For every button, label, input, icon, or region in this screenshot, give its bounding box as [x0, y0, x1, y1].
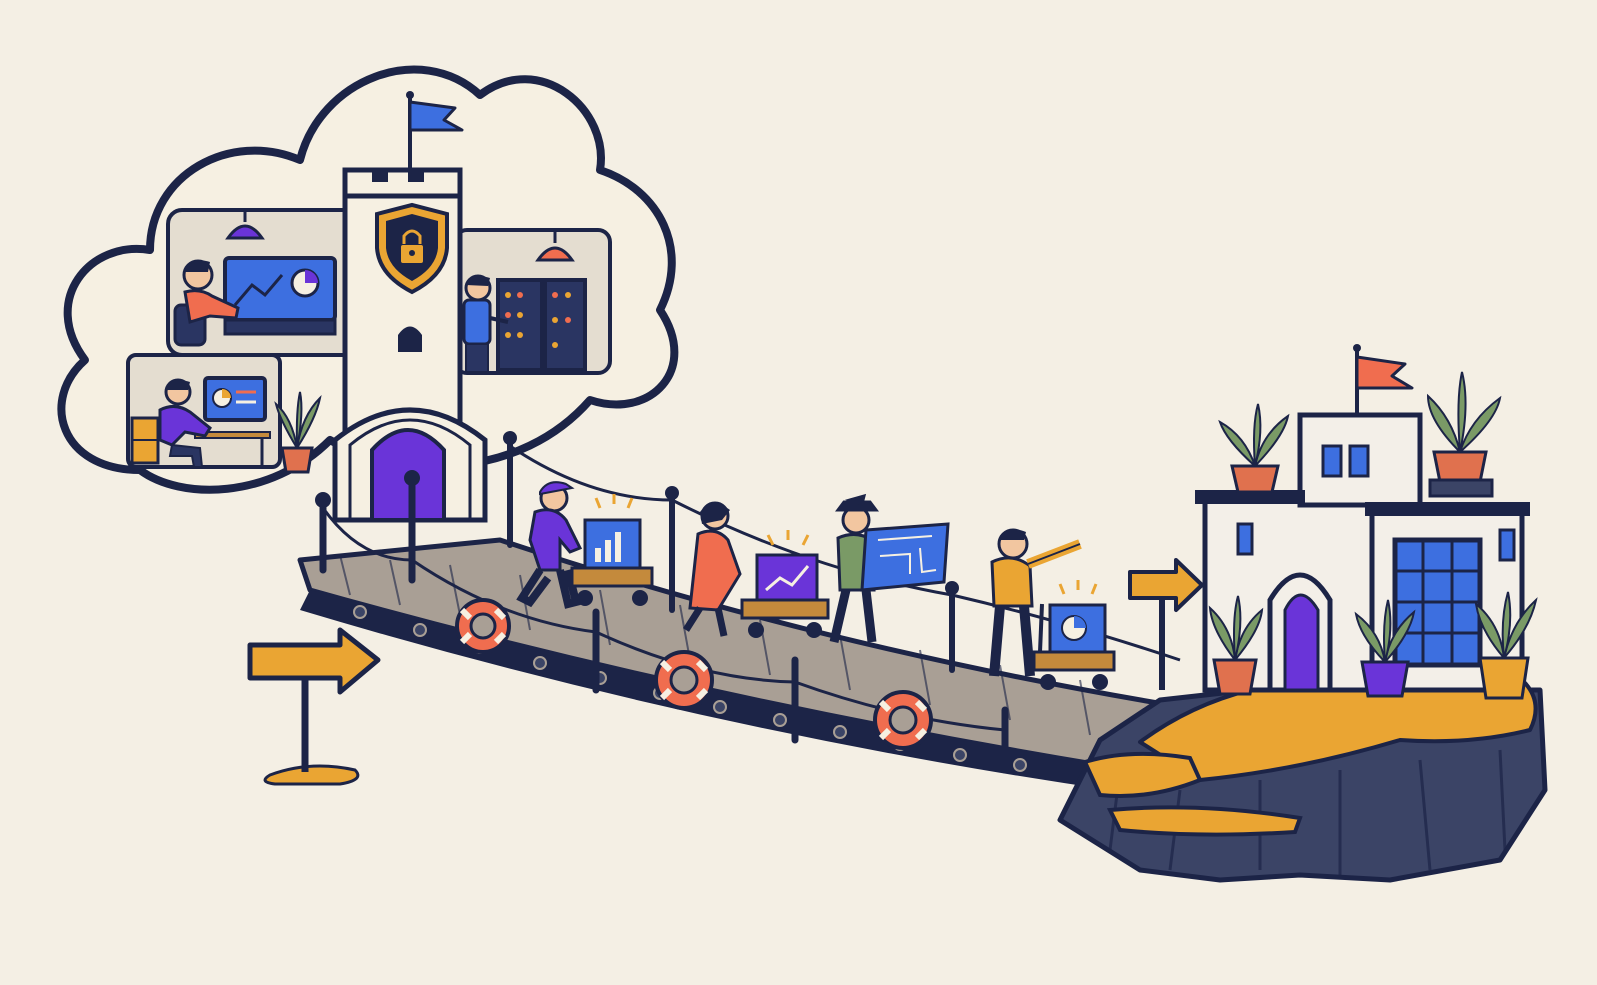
shield-padlock-icon	[375, 202, 449, 295]
potted-plant-icon	[1354, 599, 1416, 698]
pie-chart-icon	[1048, 603, 1107, 654]
blueprint-icon	[860, 522, 950, 592]
arrow-sign-icon	[1128, 558, 1204, 690]
castle-tower	[274, 91, 488, 523]
potted-plant-icon	[1218, 403, 1290, 494]
bar-chart-icon	[583, 518, 642, 570]
worker-pushing-cart-1	[516, 481, 654, 609]
life-ring-icon	[654, 650, 714, 710]
arrow-sign-icon	[247, 627, 381, 786]
cloud-data-center	[57, 65, 679, 523]
blue-flag-icon	[408, 100, 464, 132]
line-chart-icon	[755, 553, 819, 602]
worker-pointing	[989, 528, 1116, 690]
worker-with-blueprint	[829, 493, 950, 644]
server-room	[453, 228, 612, 375]
office-room-desk	[126, 353, 282, 469]
potted-plant-icon	[1208, 595, 1264, 696]
destination-island	[1057, 344, 1548, 883]
office-room-analytics	[166, 208, 360, 357]
orange-flag-icon	[1355, 355, 1414, 390]
potted-plant-icon	[1426, 371, 1502, 498]
worker-pushing-cart-2	[683, 501, 830, 638]
life-ring-icon	[455, 598, 511, 654]
potted-plant-icon	[1474, 591, 1538, 700]
life-ring-icon	[873, 690, 933, 750]
